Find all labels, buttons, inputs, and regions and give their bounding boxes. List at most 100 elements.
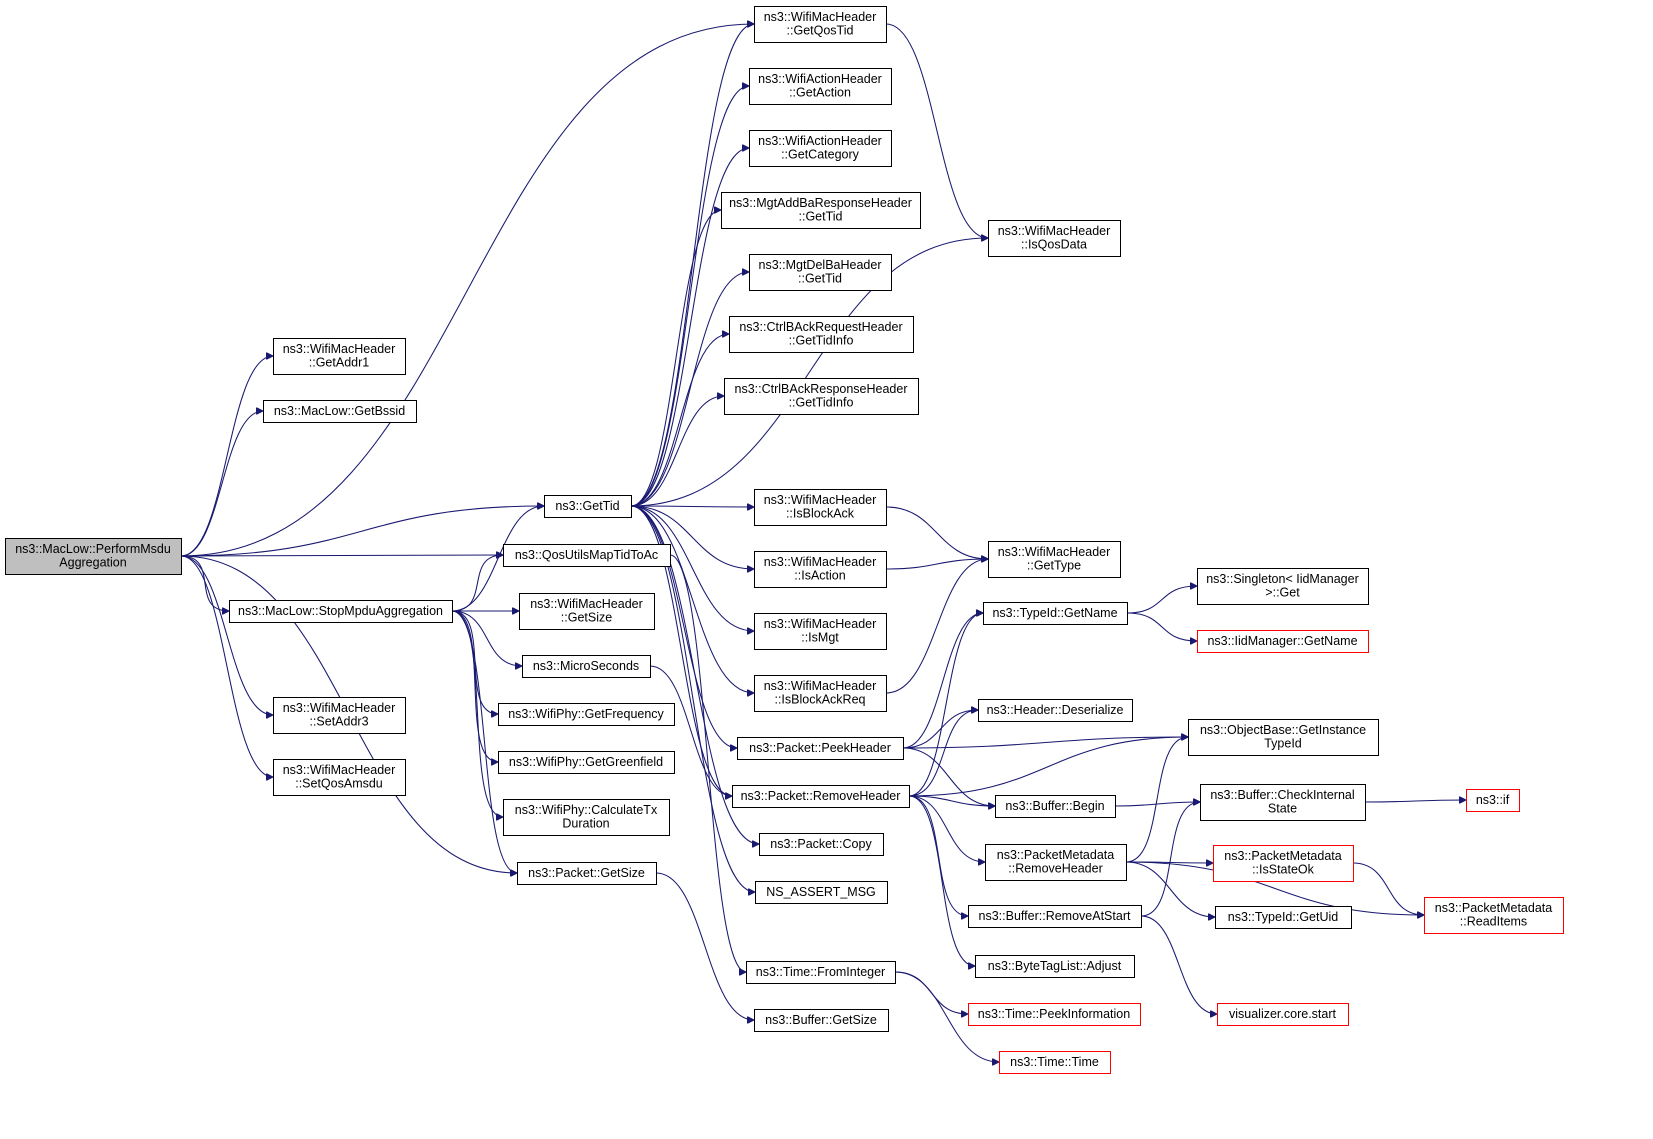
- node-ns3-buffer-removeatstart[interactable]: ns3::Buffer::RemoveAtStart: [968, 905, 1142, 928]
- node-ns3-packet-copy[interactable]: ns3::Packet::Copy: [759, 833, 884, 856]
- node-ns-assert-msg[interactable]: NS_ASSERT_MSG: [755, 881, 888, 904]
- edge-n19-n32: [885, 559, 988, 694]
- node-ns3-wifimacheader-ismgt[interactable]: ns3::WifiMacHeader::IsMgt: [754, 613, 887, 650]
- node-box: [724, 378, 919, 415]
- edge-n20-n33: [902, 613, 983, 749]
- node-ns3-typeid-getuid[interactable]: ns3::TypeId::GetUid: [1215, 906, 1352, 929]
- node-ns3-time-frominteger[interactable]: ns3::Time::FromInteger: [746, 961, 896, 984]
- node-ns3-wifimacheader-gettype[interactable]: ns3::WifiMacHeader::GetType: [988, 541, 1121, 578]
- node-ns3-packetmetadata-readitems[interactable]: ns3::PacketMetadata::ReadItems: [1424, 897, 1564, 934]
- edge-n21-n34: [908, 710, 978, 797]
- edge-n0-n6: [180, 555, 273, 715]
- node-ns3-gettid[interactable]: ns3::GetTid: [544, 495, 632, 518]
- node-label: ns3::MacLow::StopMpduAggregation: [238, 604, 443, 618]
- node-label: ns3::IidManager::GetName: [1207, 634, 1357, 648]
- node-ns3-wifimacheader-setaddr3[interactable]: ns3::WifiMacHeader::SetAddr3: [273, 697, 406, 734]
- node-ns3-singleton-iidmanager-get[interactable]: ns3::Singleton< IidManager >::Get: [1197, 568, 1369, 605]
- node-label: ns3::Time::FromInteger: [756, 965, 885, 979]
- node-label: ns3::ObjectBase::GetInstance: [1200, 723, 1366, 737]
- node-box: [754, 551, 887, 588]
- node-box: [544, 495, 632, 518]
- node-label: ::RemoveHeader: [1008, 862, 1103, 876]
- node-ns3-wifimacheader-getsize[interactable]: ns3::WifiMacHeader::GetSize: [519, 593, 655, 630]
- node-ns3-mgtdelbaheader-gettid[interactable]: ns3::MgtDelBaHeader::GetTid: [749, 254, 892, 291]
- node-ns3-packetmetadata-removeheader[interactable]: ns3::PacketMetadata::RemoveHeader: [985, 844, 1127, 881]
- node-ns3-wifiactionheader-getcategory[interactable]: ns3::WifiActionHeader::GetCategory: [749, 130, 892, 167]
- node-box: [1215, 906, 1352, 929]
- node-label: State: [1268, 802, 1297, 816]
- node-ns3-buffer-getsize[interactable]: ns3::Buffer::GetSize: [754, 1009, 889, 1032]
- edge-n21-n43: [908, 737, 1188, 797]
- node-ns3-wifimacheader-isblockackreq[interactable]: ns3::WifiMacHeader::IsBlockAckReq: [754, 675, 887, 712]
- node-ns3-wifimacheader-getqostid[interactable]: ns3::WifiMacHeader::GetQosTid: [754, 6, 887, 43]
- node-ns3-maclow-getbssid[interactable]: ns3::MacLow::GetBssid: [263, 400, 417, 423]
- node-ns3-iidmanager-getname[interactable]: ns3::IidManager::GetName: [1197, 630, 1369, 653]
- node-label: ns3::TypeId::GetUid: [1228, 910, 1339, 924]
- node-box: [721, 192, 921, 229]
- node-box: [759, 833, 884, 856]
- node-ns3-maclow-stopmpduaggregation[interactable]: ns3::MacLow::StopMpduAggregation: [229, 600, 453, 623]
- node-ns3-wifiphy-getgreenfield[interactable]: ns3::WifiPhy::GetGreenfield: [498, 751, 675, 774]
- node-label: ns3::Packet::PeekHeader: [749, 741, 891, 755]
- node-label: ns3::if: [1476, 793, 1510, 807]
- node-box: [749, 130, 892, 167]
- node-label: ns3::WifiMacHeader: [998, 545, 1111, 559]
- node-box: [503, 544, 671, 567]
- node-ns3-if[interactable]: ns3::if: [1466, 789, 1520, 812]
- node-label: ns3::CtrlBAckRequestHeader: [739, 320, 902, 334]
- node-label: ns3::WifiMacHeader: [530, 597, 643, 611]
- node-label: ns3::MacLow::GetBssid: [274, 404, 405, 418]
- node-box: [754, 613, 887, 650]
- node-ns3-mgtaddbaresponseheader-gettid[interactable]: ns3::MgtAddBaResponseHeader::GetTid: [721, 192, 921, 229]
- node-ns3-microseconds[interactable]: ns3::MicroSeconds: [522, 655, 651, 678]
- node-label: ::IsMgt: [801, 631, 839, 645]
- node-ns3-wifimacheader-isqosdata[interactable]: ns3::WifiMacHeader::IsQosData: [988, 220, 1121, 257]
- edge-n8-n25: [655, 872, 754, 1020]
- node-label: ns3::WifiMacHeader: [764, 493, 877, 507]
- node-ns3-bytetaglist-adjust[interactable]: ns3::ByteTagList::Adjust: [975, 955, 1135, 978]
- node-ns3-packet-getsize[interactable]: ns3::Packet::GetSize: [517, 862, 657, 885]
- node-ns3-header-deserialize[interactable]: ns3::Header::Deserialize: [978, 699, 1133, 722]
- node-ns3-ctrlbackrequestheader-gettidinfo[interactable]: ns3::CtrlBAckRequestHeader::GetTidInfo: [729, 316, 914, 353]
- edge-n20-n43: [902, 737, 1188, 749]
- node-box: [1188, 719, 1379, 756]
- node-label: ::GetAddr1: [309, 356, 369, 370]
- node-visualizer-core-start[interactable]: visualizer.core.start: [1217, 1003, 1349, 1026]
- node-ns3-qosutilsmaptidtoac[interactable]: ns3::QosUtilsMapTidToAc: [503, 544, 671, 567]
- edge-n37-n44: [1140, 802, 1200, 917]
- node-label: ns3::PacketMetadata: [997, 848, 1114, 862]
- node-label: ns3::WifiMacHeader: [764, 617, 877, 631]
- node-label: ::GetSize: [561, 611, 612, 625]
- node-ns3-packet-removeheader[interactable]: ns3::Packet::RemoveHeader: [732, 785, 910, 808]
- node-box: [1197, 568, 1369, 605]
- edge-n3-n31: [630, 238, 988, 507]
- node-label: ns3::PacketMetadata: [1435, 901, 1552, 915]
- node-ns3-wifimacheader-getaddr1[interactable]: ns3::WifiMacHeader::GetAddr1: [273, 338, 406, 375]
- node-box: [754, 675, 887, 712]
- node-ns3-packet-peekheader[interactable]: ns3::Packet::PeekHeader: [737, 737, 904, 760]
- edge-n5-n4: [451, 555, 503, 612]
- node-ns3-wifiphy-getfrequency[interactable]: ns3::WifiPhy::GetFrequency: [498, 703, 675, 726]
- node-box: [1466, 789, 1520, 812]
- node-ns3-buffer-begin[interactable]: ns3::Buffer::Begin: [995, 795, 1116, 818]
- node-ns3-packetmetadata-isstateok[interactable]: ns3::PacketMetadata::IsStateOk: [1213, 845, 1354, 882]
- node-label: TypeId: [1264, 737, 1302, 751]
- node-box: [273, 697, 406, 734]
- node-ns3-wifimacheader-setqosamsdu[interactable]: ns3::WifiMacHeader::SetQosAmsdu: [273, 759, 406, 796]
- node-ns3-time-peekinformation[interactable]: ns3::Time::PeekInformation: [968, 1003, 1141, 1026]
- node-ns3-wifiactionheader-getaction[interactable]: ns3::WifiActionHeader::GetAction: [749, 68, 892, 105]
- edge-n24-n40: [894, 971, 999, 1062]
- node-label: ::IsStateOk: [1252, 863, 1315, 877]
- node-ns3-ctrlbackresponseheader-gettidinfo[interactable]: ns3::CtrlBAckResponseHeader::GetTidInfo: [724, 378, 919, 415]
- node-label: ns3::Packet::GetSize: [528, 866, 645, 880]
- node-ns3-time-time[interactable]: ns3::Time::Time: [999, 1051, 1111, 1074]
- edge-n0-n2: [180, 411, 263, 557]
- node-ns3-typeid-getname[interactable]: ns3::TypeId::GetName: [983, 602, 1128, 625]
- node-ns3-wifimacheader-isaction[interactable]: ns3::WifiMacHeader::IsAction: [754, 551, 887, 588]
- node-ns3-wifimacheader-isblockack[interactable]: ns3::WifiMacHeader::IsBlockAck: [754, 489, 887, 526]
